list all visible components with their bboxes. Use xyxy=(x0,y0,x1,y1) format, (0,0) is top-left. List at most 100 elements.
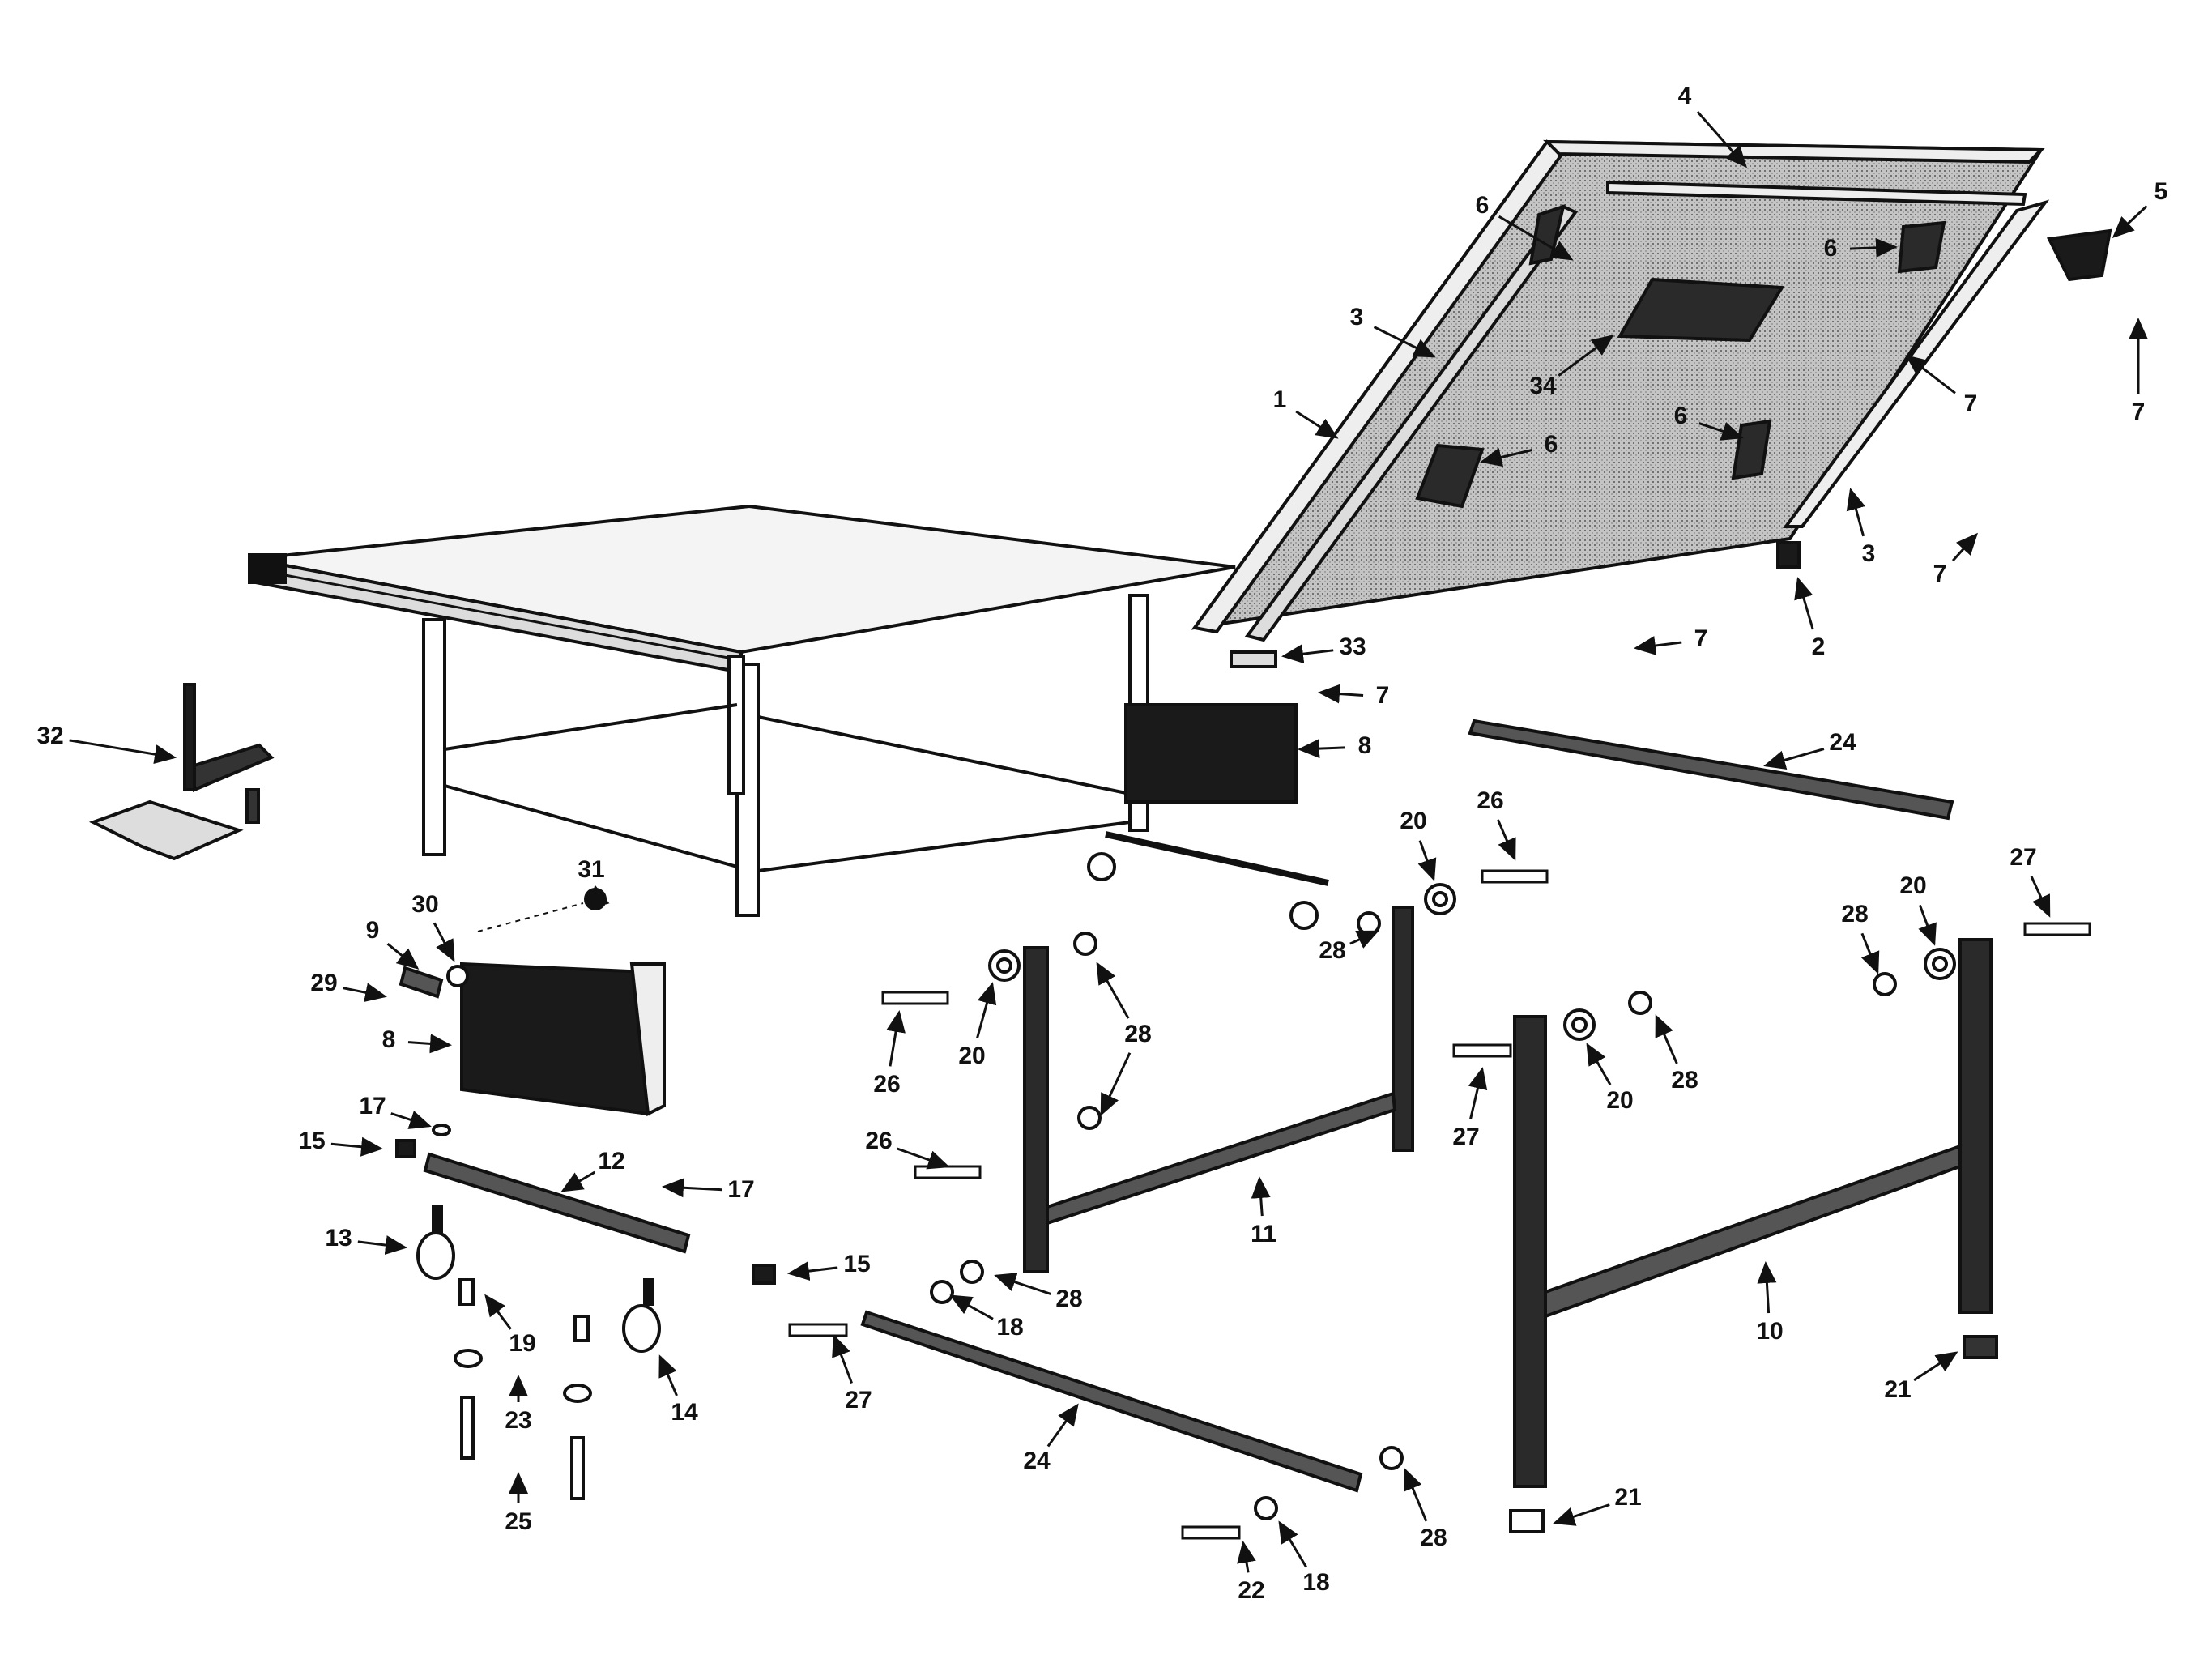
leader-arrow xyxy=(407,1034,452,1054)
callout-c12: 12 xyxy=(560,1148,625,1192)
callout-c1: 1 xyxy=(1273,386,1339,439)
leader-arrow xyxy=(1096,962,1130,1019)
callout-c15b: 15 xyxy=(787,1251,871,1281)
loose-parts xyxy=(88,228,2112,1540)
caster-wheel-part xyxy=(622,1278,661,1353)
callout-number: 17 xyxy=(359,1093,386,1119)
callout-number: 20 xyxy=(1899,872,1926,899)
callout-c18a: 18 xyxy=(949,1294,1024,1341)
callout-number: 6 xyxy=(1824,235,1838,262)
callout-number: 15 xyxy=(298,1128,325,1154)
callout-c17a: 17 xyxy=(359,1093,432,1129)
callout-c17b: 17 xyxy=(662,1176,755,1203)
callout-number: 8 xyxy=(382,1026,396,1053)
callout-number: 24 xyxy=(1023,1448,1051,1474)
callout-number: 21 xyxy=(1884,1376,1911,1403)
leader-arrow xyxy=(1905,355,1956,394)
callout-c9: 9 xyxy=(366,917,420,970)
callout-c27b: 27 xyxy=(1452,1067,1488,1150)
leader-arrow xyxy=(658,1354,678,1396)
callout-c20c: 20 xyxy=(1586,1043,1634,1114)
callout-number: 7 xyxy=(1694,625,1708,652)
callout-number: 25 xyxy=(505,1508,531,1535)
leader-arrow xyxy=(484,1294,512,1330)
leader-arrow xyxy=(1951,532,1979,562)
callout-number: 30 xyxy=(411,891,438,918)
leader-arrow xyxy=(1100,1052,1132,1116)
leader-arrow xyxy=(1860,932,1880,974)
leader-arrow xyxy=(787,1261,838,1281)
leader-arrow xyxy=(1480,447,1532,467)
leader-arrow xyxy=(343,983,387,1003)
leader-arrow xyxy=(1655,1014,1678,1064)
callout-number: 27 xyxy=(845,1387,872,1414)
leader-arrow xyxy=(2030,876,2051,918)
callout-c28e: 28 xyxy=(1655,1014,1698,1094)
callout-number: 28 xyxy=(1671,1067,1698,1094)
leader-arrow xyxy=(1918,904,1937,946)
callout-number: 7 xyxy=(2132,399,2146,425)
side-panel-part xyxy=(460,962,650,1116)
leader-arrow xyxy=(1278,1520,1307,1568)
leader-arrow xyxy=(886,1010,906,1067)
leader-arrow xyxy=(69,739,177,764)
leader-arrow xyxy=(1846,488,1865,537)
callout-number: 34 xyxy=(1529,373,1557,399)
callout-c10: 10 xyxy=(1756,1261,1784,1345)
leg-frame-11 xyxy=(1023,906,1414,1273)
callout-number: 33 xyxy=(1339,633,1366,660)
callout-c7b: 7 xyxy=(2129,318,2148,425)
callout-c6c: 6 xyxy=(1480,431,1558,467)
callout-c31: 31 xyxy=(578,856,610,909)
callout-c28a: 28 xyxy=(1096,962,1152,1047)
leader-arrow xyxy=(1417,840,1437,881)
leader-arrow xyxy=(1913,1351,1958,1382)
callout-c28c: 28 xyxy=(994,1273,1083,1312)
rail-24-upper xyxy=(1468,719,1954,821)
callout-c7a: 7 xyxy=(1905,355,1977,417)
leader-arrow xyxy=(897,1147,950,1170)
callout-number: 18 xyxy=(996,1314,1023,1341)
callout-number: 4 xyxy=(1678,83,1692,109)
knob-ball-part xyxy=(584,888,607,910)
leader-arrow xyxy=(1763,748,1825,770)
callout-c25: 25 xyxy=(505,1472,532,1535)
leader-arrow xyxy=(1794,577,1814,630)
callout-number: 3 xyxy=(1350,304,1364,330)
callout-c28b: 28 xyxy=(1100,1021,1152,1116)
callout-number: 5 xyxy=(2154,178,2168,205)
callout-number: 20 xyxy=(1606,1087,1633,1114)
callout-number: 1 xyxy=(1273,386,1287,413)
callout-c11: 11 xyxy=(1251,1176,1276,1247)
leader-arrow xyxy=(1404,1468,1428,1522)
leader-arrow xyxy=(1849,237,1898,258)
callout-number: 20 xyxy=(1400,808,1426,834)
leader-arrow xyxy=(1498,215,1574,261)
callout-number: 17 xyxy=(727,1176,754,1203)
callout-number: 21 xyxy=(1614,1484,1641,1511)
callout-c32: 32 xyxy=(36,723,177,764)
leader-arrow xyxy=(1237,1541,1256,1573)
leader-arrow xyxy=(2112,205,2148,239)
callout-c6a: 6 xyxy=(1476,192,1574,261)
leader-arrow xyxy=(1497,819,1516,861)
callout-number: 26 xyxy=(1477,787,1503,814)
callout-c20b: 20 xyxy=(1400,808,1437,881)
leader-arrow xyxy=(560,1170,596,1192)
table-top-half-underside xyxy=(1191,139,2050,642)
callout-number: 15 xyxy=(843,1251,870,1277)
leader-arrow xyxy=(1373,326,1436,358)
callout-number: 6 xyxy=(1545,431,1558,458)
leader-arrow xyxy=(975,982,997,1039)
callout-number: 22 xyxy=(1238,1577,1264,1604)
callout-c21b: 21 xyxy=(1553,1484,1642,1526)
callout-c14: 14 xyxy=(658,1354,698,1426)
leader-arrow xyxy=(390,1111,432,1129)
leader-arrow xyxy=(1251,1176,1271,1217)
rail-24-lower xyxy=(860,1310,1363,1493)
callout-c27c: 27 xyxy=(832,1334,872,1414)
leader-arrow xyxy=(330,1136,383,1157)
callout-c26c: 26 xyxy=(865,1128,950,1170)
callout-number: 2 xyxy=(1812,633,1826,660)
caster-wheel-part xyxy=(416,1205,455,1280)
